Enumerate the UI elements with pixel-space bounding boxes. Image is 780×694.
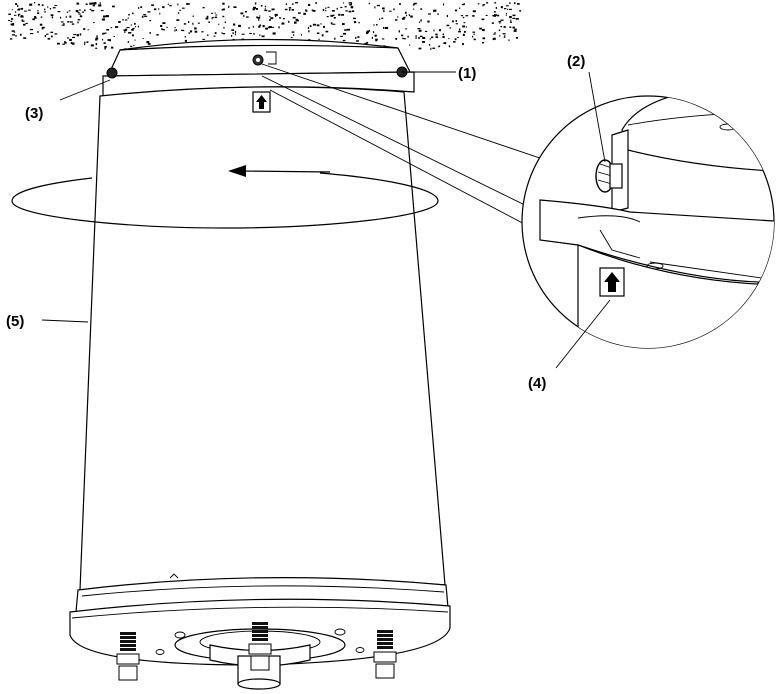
screw-icon — [373, 630, 397, 679]
top-screws — [106, 51, 408, 79]
screw-icon — [116, 632, 140, 681]
callout-3: (3) — [25, 105, 43, 122]
detail-zoom-circle — [521, 95, 775, 349]
callout-2: (2) — [567, 53, 585, 70]
screw-icon — [106, 67, 118, 79]
bottom-screws — [116, 622, 397, 681]
callout-leaders — [41, 71, 611, 369]
up-arrow-marker-icon — [252, 91, 271, 113]
rotation-arrow-icon — [11, 165, 439, 229]
callout-1: (1) — [458, 65, 476, 82]
callout-5: (5) — [6, 313, 24, 330]
screw-icon — [248, 622, 272, 671]
housing-cylinder — [79, 86, 446, 591]
callout-4: (4) — [528, 375, 546, 392]
